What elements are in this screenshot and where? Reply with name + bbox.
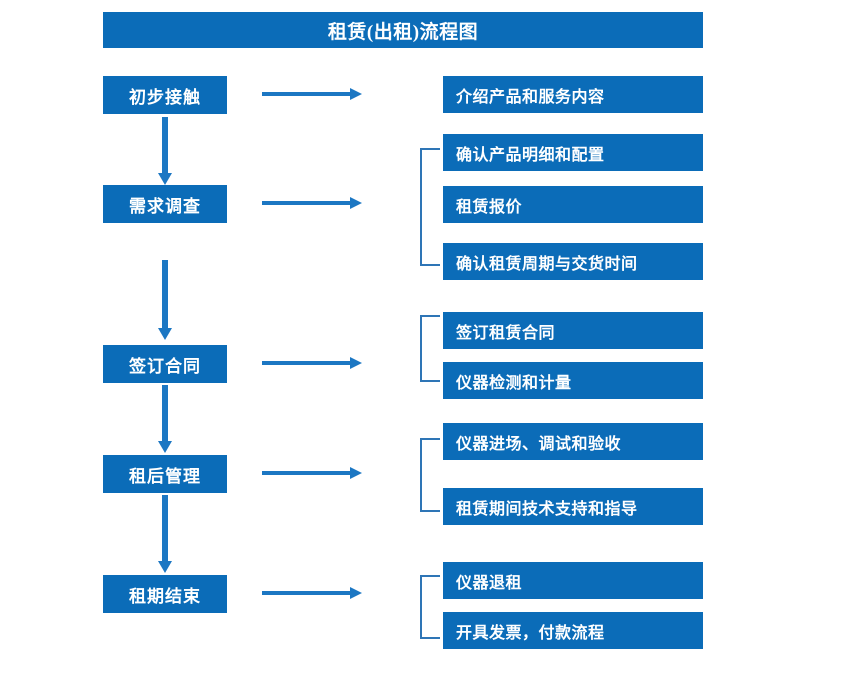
vertical-arrow-2 — [158, 260, 172, 340]
bracket-vertical-line — [420, 575, 422, 639]
detail-box-2-2[interactable]: 租赁报价 — [443, 186, 703, 223]
detail-box-5-2-label: 开具发票，付款流程 — [456, 624, 605, 642]
detail-box-4-1-label: 仪器进场、调试和验收 — [456, 435, 622, 453]
stage-box-3-label: 签订合同 — [129, 356, 201, 376]
detail-box-5-1[interactable]: 仪器退租 — [443, 562, 703, 599]
bracket-stub-bottom — [420, 510, 440, 512]
bracket-stub-bottom — [420, 264, 440, 266]
detail-box-2-3-label: 确认租赁周期与交货时间 — [456, 255, 638, 273]
bracket-group-5 — [420, 575, 442, 639]
horizontal-arrow-1 — [262, 88, 362, 100]
bracket-stub-top — [420, 315, 440, 317]
detail-box-4-2[interactable]: 租赁期间技术支持和指导 — [443, 488, 703, 525]
bracket-group-3 — [420, 315, 442, 382]
bracket-stub-top — [420, 438, 440, 440]
bracket-vertical-line — [420, 438, 422, 512]
stage-box-5-label: 租期结束 — [129, 586, 201, 606]
detail-box-4-1[interactable]: 仪器进场、调试和验收 — [443, 423, 703, 460]
detail-box-1-1[interactable]: 介绍产品和服务内容 — [443, 76, 703, 113]
vertical-arrow-3 — [158, 385, 172, 453]
stage-box-2[interactable]: 需求调查 — [103, 185, 227, 223]
bracket-stub-top — [420, 148, 440, 150]
stage-box-1-label: 初步接触 — [129, 87, 201, 107]
stage-box-2-label: 需求调查 — [129, 196, 201, 216]
detail-box-1-1-label: 介绍产品和服务内容 — [456, 88, 605, 106]
vertical-arrow-4 — [158, 495, 172, 573]
bracket-stub-bottom — [420, 380, 440, 382]
detail-box-3-1[interactable]: 签订租赁合同 — [443, 312, 703, 349]
detail-box-2-3[interactable]: 确认租赁周期与交货时间 — [443, 243, 703, 280]
detail-box-4-2-label: 租赁期间技术支持和指导 — [456, 500, 638, 518]
horizontal-arrow-2 — [262, 197, 362, 209]
detail-box-2-1[interactable]: 确认产品明细和配置 — [443, 134, 703, 171]
detail-box-3-1-label: 签订租赁合同 — [456, 324, 556, 342]
detail-box-3-2-label: 仪器检测和计量 — [456, 374, 572, 392]
detail-box-3-2[interactable]: 仪器检测和计量 — [443, 362, 703, 399]
horizontal-arrow-4 — [262, 467, 362, 479]
detail-box-5-2[interactable]: 开具发票，付款流程 — [443, 612, 703, 649]
stage-box-3[interactable]: 签订合同 — [103, 345, 227, 383]
bracket-group-2 — [420, 148, 442, 266]
horizontal-arrow-5 — [262, 587, 362, 599]
bracket-vertical-line — [420, 315, 422, 382]
stage-box-1[interactable]: 初步接触 — [103, 76, 227, 114]
detail-box-5-1-label: 仪器退租 — [456, 574, 523, 592]
bracket-stub-top — [420, 575, 440, 577]
vertical-arrow-1 — [158, 117, 172, 185]
horizontal-arrow-3 — [262, 357, 362, 369]
stage-box-4[interactable]: 租后管理 — [103, 455, 227, 493]
stage-box-4-label: 租后管理 — [129, 466, 201, 486]
detail-box-2-1-label: 确认产品明细和配置 — [456, 146, 605, 164]
stage-box-5[interactable]: 租期结束 — [103, 575, 227, 613]
page-title: 租赁(出租)流程图 — [103, 12, 703, 48]
detail-box-2-2-label: 租赁报价 — [456, 198, 523, 216]
bracket-vertical-line — [420, 148, 422, 266]
bracket-stub-bottom — [420, 637, 440, 639]
bracket-group-4 — [420, 438, 442, 512]
